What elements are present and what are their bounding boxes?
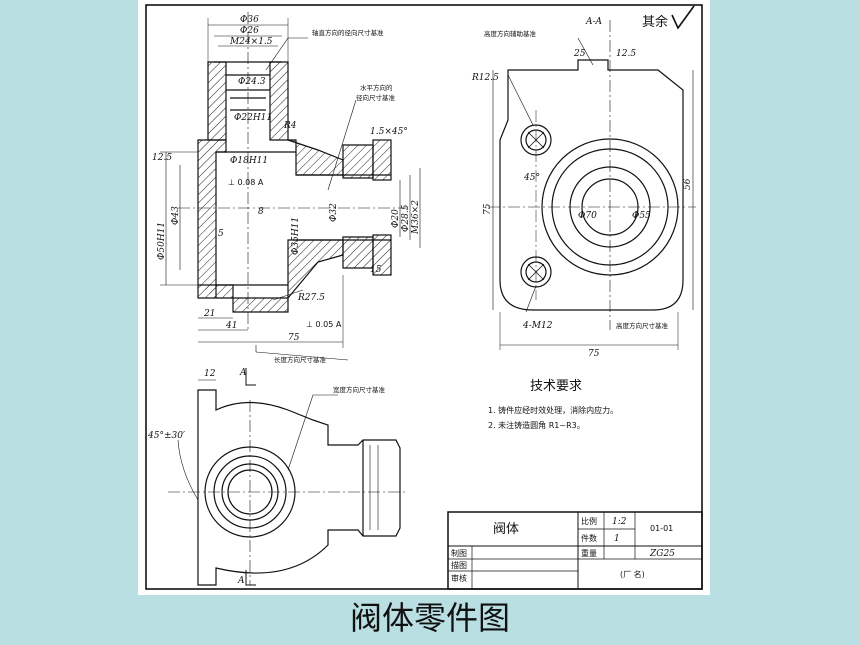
title-qty-label: 件数 (581, 533, 597, 543)
title-material: ZG25 (649, 549, 675, 559)
dim-phi36: Φ36 (240, 15, 259, 25)
section-label-a-a: A-A (585, 17, 603, 27)
title-traced-label: 描图 (451, 560, 467, 570)
dim-r275: R27.5 (297, 293, 325, 303)
dim-r4: R4 (283, 121, 297, 131)
dim-chamfer: 1.5×45° (370, 127, 408, 137)
note-horizontal-datum-1: 水平方向的 (360, 83, 393, 92)
title-scale-value: 1:2 (612, 517, 627, 527)
dim-4m12: 4-M12 (522, 321, 553, 331)
label-a-bottom: A (237, 576, 245, 586)
title-drawn-label: 制图 (451, 548, 467, 558)
dim-phi22: Φ22H11 (234, 113, 272, 123)
dim-5: 5 (218, 229, 224, 239)
dim-15: 15 (370, 265, 382, 275)
surface-finish-rest: 其余 (642, 14, 668, 30)
dim-25: 25 (573, 49, 586, 59)
dim-phi55: Φ55 (632, 211, 651, 221)
note-horizontal-datum-2: 径向尺寸基准 (356, 93, 396, 102)
dim-45-30: 45°±30′ (147, 431, 185, 441)
dim-phi26: Φ26 (240, 26, 259, 36)
tech-requirements-title: 技术要求 (530, 379, 582, 394)
sheet-border (145, 4, 703, 590)
dim-8: 8 (258, 207, 264, 217)
dim-phi243: Φ24.3 (238, 77, 266, 87)
note-width-datum: 宽度方向尺寸基准 (333, 385, 386, 394)
figure-caption: 阀体零件图 (349, 599, 510, 637)
dim-phi32: Φ32 (329, 203, 339, 222)
engineering-drawing: Φ36 Φ26 M24×1.5 Φ24.3 Φ22H11 Φ18H11 ⊥ 0.… (145, 4, 703, 590)
note-radial-datum: 轴直方向的径向尺寸基准 (312, 28, 384, 37)
dim-21: 21 (203, 309, 215, 319)
dim-75-side: 75 (483, 203, 493, 215)
title-weight-label: 重量 (581, 548, 597, 558)
title-block (447, 511, 703, 590)
note-length-datum: 长度方向尺寸基准 (274, 355, 327, 364)
title-qty-value: 1 (614, 534, 620, 544)
note-height-datum: 高度方向尺寸基准 (616, 321, 669, 330)
title-part-name: 阀体 (493, 522, 519, 537)
dim-m36: M36×2 (411, 200, 421, 235)
drawing-sheet: Φ36 Φ26 M24×1.5 Φ24.3 Φ22H11 Φ18H11 ⊥ 0.… (138, 0, 710, 595)
dim-phi50: Φ50H11 (157, 222, 167, 260)
dim-r125: R12.5 (471, 73, 499, 83)
surface-finish-icon (671, 5, 695, 30)
dim-phi43: Φ43 (171, 206, 181, 225)
dim-56: 56 (683, 178, 693, 190)
dim-12-5-top: 12.5 (616, 49, 636, 59)
title-factory: (厂 名) (620, 569, 645, 579)
dim-41: 41 (225, 321, 237, 331)
dim-75-bottom: 75 (588, 349, 600, 359)
title-drawing-no: 01-01 (650, 524, 673, 533)
title-checked-label: 审核 (451, 573, 467, 583)
front-section-view (160, 12, 421, 361)
note-height-aux-datum: 高度方向辅助基准 (484, 29, 537, 38)
dim-angle-45: 45° (523, 173, 540, 183)
dim-phi285: Φ28.5 (401, 204, 411, 232)
top-view (168, 368, 408, 586)
tech-requirement-2: 2. 未注铸造圆角 R1~R3。 (488, 420, 585, 430)
dim-phi18: Φ18H11 (230, 156, 268, 166)
dim-12: 12 (204, 369, 216, 379)
tolerance-perp-b: ⊥ 0.05 A (306, 320, 342, 329)
title-scale-label: 比例 (581, 516, 597, 526)
dim-phi70: Φ70 (578, 211, 597, 221)
dim-75-main: 75 (288, 333, 300, 343)
tech-requirement-1: 1. 铸件应经时效处理，消除内应力。 (488, 405, 618, 415)
dim-m24: M24×1.5 (229, 37, 273, 47)
dim-phi20: Φ20 (391, 209, 401, 228)
dim-12-5-left: 12.5 (152, 153, 172, 163)
side-view-a-a (488, 20, 696, 350)
dim-phi35: Φ35H11 (291, 217, 301, 255)
tolerance-perp-a: ⊥ 0.08 A (228, 178, 264, 187)
label-a-top: A (239, 368, 247, 378)
